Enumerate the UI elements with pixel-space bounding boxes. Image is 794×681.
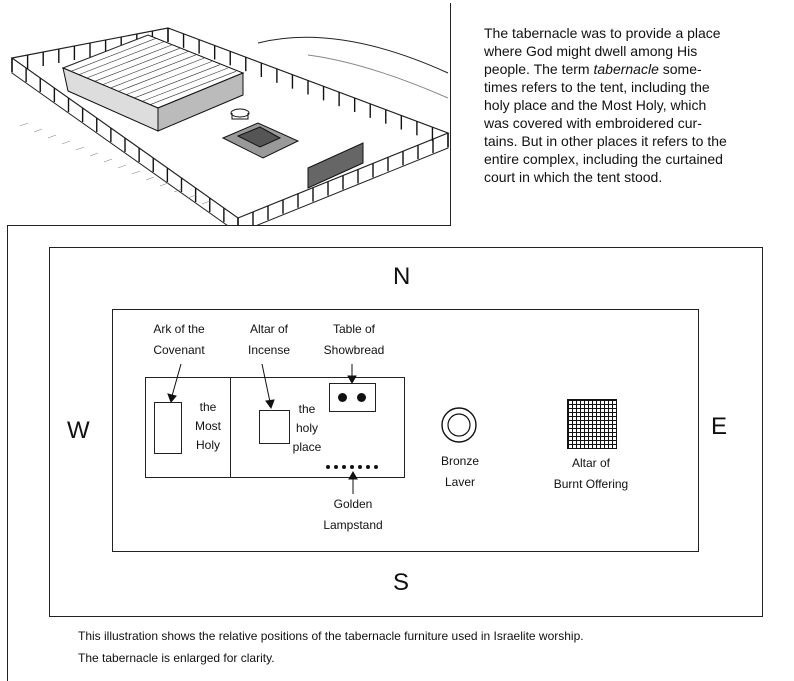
laver-label-line: Bronze	[440, 454, 480, 468]
holy-place-label: the holy place	[287, 400, 327, 457]
altar-of-incense	[259, 410, 290, 444]
intro-text: people. The term	[484, 61, 594, 77]
laver-label: Bronze Laver	[431, 451, 489, 493]
holy-place-line: place	[292, 440, 322, 454]
intro-line: tains. But in other places it refers to …	[484, 133, 727, 149]
lamp-dot	[366, 465, 370, 469]
lampstand-label-line: Lampstand	[323, 518, 383, 532]
most-holy-line: Holy	[195, 438, 220, 452]
intro-line: The tabernacle was to provide a place	[484, 25, 721, 41]
compass-north: N	[393, 263, 411, 290]
showbread-dot	[357, 393, 366, 402]
lamp-dot	[334, 465, 338, 469]
table-pointer-head	[347, 375, 357, 385]
intro-line: where God might dwell among His	[484, 43, 698, 59]
laver-label-line: Laver	[444, 475, 476, 489]
compass-east: E	[711, 413, 728, 440]
ark-pointer-line	[171, 363, 182, 397]
courtyard-outline	[112, 309, 699, 552]
ark-label-line: Ark of the	[153, 322, 205, 336]
most-holy-line: Most	[194, 419, 221, 433]
lamp-pointer-head	[348, 470, 358, 480]
veil-divider	[230, 377, 231, 477]
intro-term: tabernacle	[593, 61, 659, 77]
lamp-dot	[350, 465, 354, 469]
burnt-altar-label: Altar of Burnt Offering	[541, 453, 641, 495]
holy-place-line: the	[298, 402, 316, 416]
tent-outline	[145, 377, 405, 478]
table-label-line: Showbread	[323, 343, 385, 357]
incense-label-line: Altar of	[249, 322, 288, 336]
holy-place-line: holy	[295, 421, 318, 435]
tabernacle-sketch	[8, 3, 451, 226]
lamp-dot	[358, 465, 362, 469]
ark-label: Ark of the Covenant	[143, 319, 215, 361]
lamp-dot	[326, 465, 330, 469]
tabernacle-sketch-illustration	[10, 27, 450, 225]
table-label-line: Table of	[332, 322, 376, 336]
lampstand-label: Golden Lampstand	[316, 494, 390, 536]
lamp-dot	[374, 465, 378, 469]
bronze-laver	[441, 407, 477, 443]
intro-paragraph: The tabernacle was to provide a place wh…	[484, 24, 784, 186]
intro-text: some-	[658, 61, 702, 77]
intro-line: court in which the tent stood.	[484, 169, 663, 185]
burnt-altar-label-line: Burnt Offering	[553, 477, 629, 491]
lampstand-label-line: Golden	[333, 497, 373, 511]
caption-line: The tabernacle is enlarged for clarity.	[78, 651, 275, 665]
ark-of-covenant	[154, 402, 182, 454]
altar-of-burnt-offering	[567, 399, 617, 449]
incense-label-line: Incense	[247, 343, 291, 357]
table-of-showbread	[329, 383, 376, 412]
intro-line: people. The term tabernacle some-	[484, 60, 784, 78]
intro-line: holy place and the Most Holy, which	[484, 97, 707, 113]
showbread-table-label: Table of Showbread	[318, 319, 390, 361]
compass-west: W	[67, 417, 90, 444]
golden-lampstand	[326, 465, 382, 471]
lamp-dot	[342, 465, 346, 469]
incense-pointer-line	[261, 363, 271, 403]
showbread-dot	[338, 393, 347, 402]
caption-line: This illustration shows the relative pos…	[78, 629, 584, 643]
incense-pointer-head	[265, 399, 275, 410]
most-holy-label: the Most Holy	[188, 398, 228, 455]
page-rule	[7, 225, 8, 681]
most-holy-line: the	[199, 400, 217, 414]
intro-line: times refers to the tent, including the	[484, 79, 710, 95]
intro-line: entire complex, including the curtained	[484, 151, 723, 167]
compass-south: S	[393, 569, 410, 596]
intro-line: was covered with embroidered cur-	[484, 115, 702, 131]
burnt-altar-label-line: Altar of	[571, 456, 610, 470]
incense-altar-label: Altar of Incense	[240, 319, 298, 361]
ark-pointer-head	[167, 393, 177, 403]
plan-outer-frame	[49, 247, 763, 617]
ark-label-line: Covenant	[153, 343, 205, 357]
figure-caption: This illustration shows the relative pos…	[78, 625, 584, 669]
